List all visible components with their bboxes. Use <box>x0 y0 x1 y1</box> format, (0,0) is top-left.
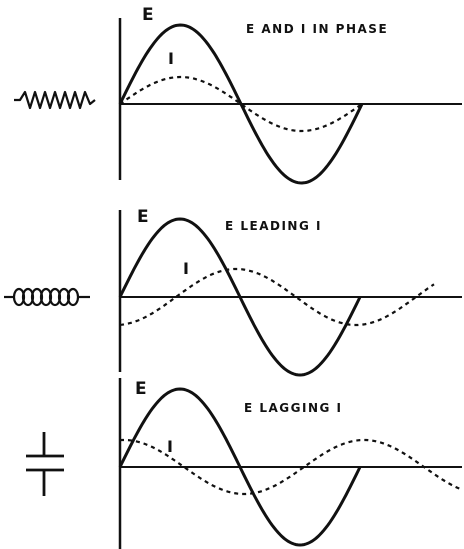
voltage-wave-e <box>118 23 364 185</box>
panel-caption: E LAGGING I <box>244 401 343 415</box>
e-label: E <box>135 379 147 399</box>
resistor-symbol <box>14 90 96 110</box>
panel-inductor: E I E LEADING I <box>4 207 462 377</box>
capacitor-symbol <box>26 432 64 496</box>
e-label: E <box>137 207 149 227</box>
e-label: E <box>142 5 154 25</box>
inductor-coil-symbol <box>4 287 90 307</box>
current-wave-i <box>119 438 463 496</box>
i-label: I <box>183 259 189 278</box>
i-label: I <box>167 437 173 456</box>
voltage-wave-e <box>118 387 362 547</box>
voltage-wave-e <box>118 217 362 377</box>
current-wave-i <box>119 267 435 327</box>
panel-caption: E AND I IN PHASE <box>246 22 388 36</box>
panel-resistor: E I E AND I IN PHASE <box>14 5 462 185</box>
panel-capacitor: E I E LAGGING I <box>26 378 463 549</box>
i-label: I <box>168 49 174 68</box>
panel-caption: E LEADING I <box>225 219 322 233</box>
